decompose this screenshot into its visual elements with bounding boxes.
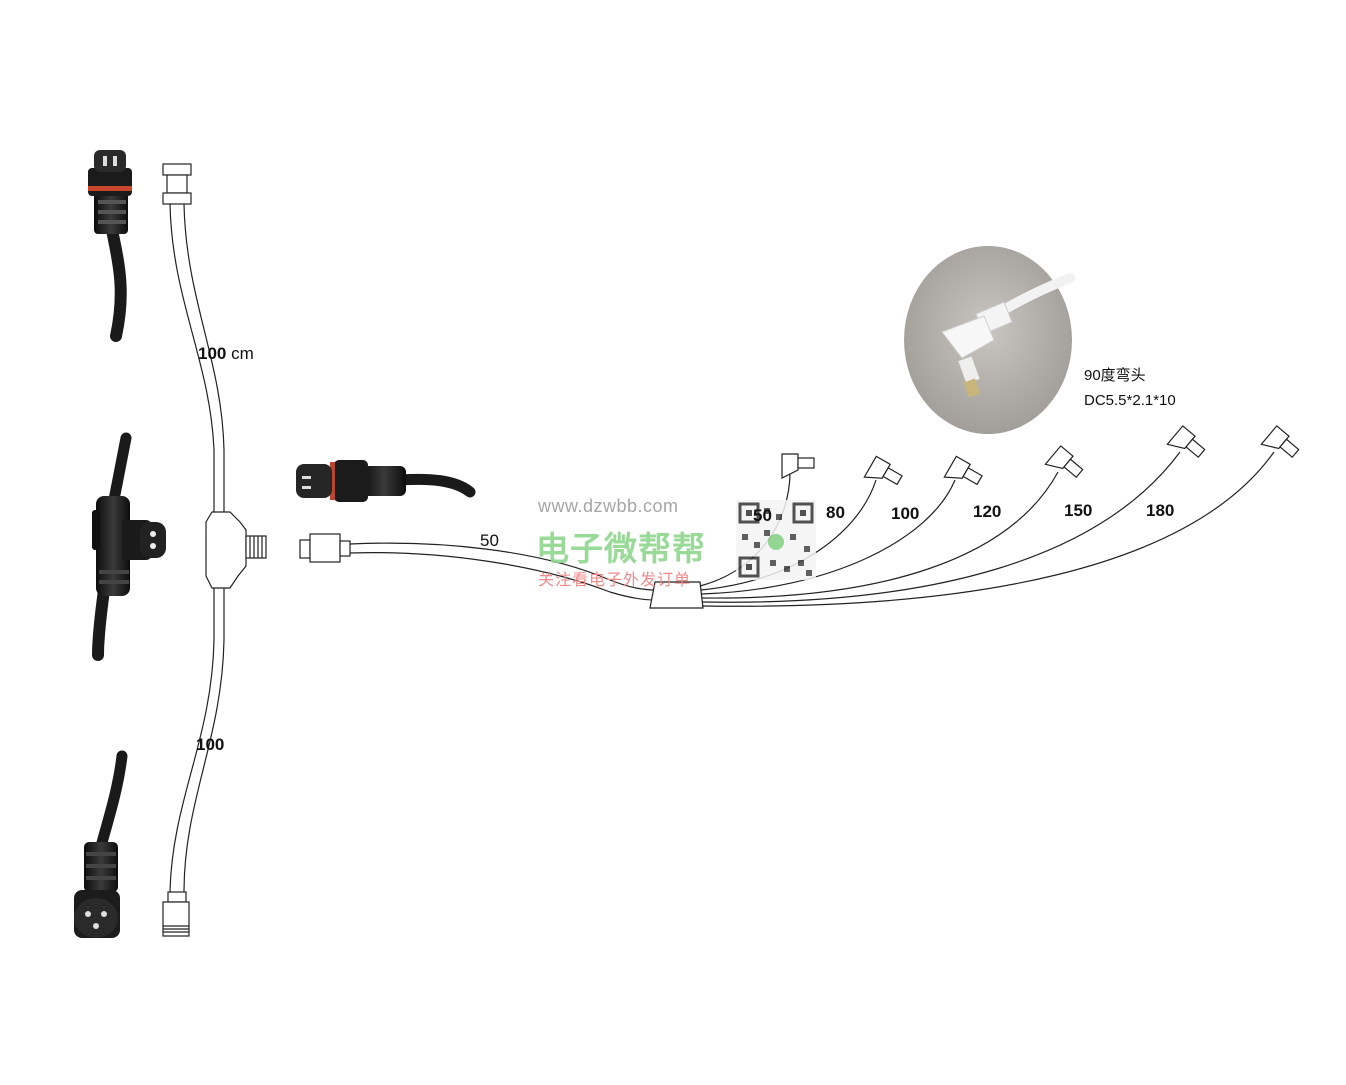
male-connector-photo-horizontal [296,460,476,502]
dc-length-100: 100 [891,504,920,523]
dc-length-150: 150 [1064,501,1093,520]
dc-length-80: 80 [826,503,845,522]
dc-splitter-cable-outline [299,451,1275,609]
watermark-subtitle: 关注看电子外发订单 [538,572,692,589]
dc-length-180: 180 [1146,501,1175,520]
main-branch-length: 50 [480,531,499,550]
dc-plug-50 [781,453,815,479]
female-connector-photo-bottom [74,750,128,938]
male-connector-photo-top [88,150,132,342]
photo-caption-spec: DC5.5*2.1*10 [1084,392,1176,409]
dc-length-50: 50 [753,506,772,525]
t-connector-photo [92,432,166,661]
dc-plug-150 [1166,425,1206,459]
dc-plug-100 [943,455,983,486]
dc-length-120: 120 [973,502,1002,521]
top-cable-length: 100 cm [198,344,254,363]
dc-plug-photo [904,246,1075,434]
qr-code-watermark [736,500,816,580]
dc-plug-120 [1044,445,1084,479]
main-y-cable-outline [162,163,267,937]
photo-caption-angle: 90度弯头 [1084,367,1146,384]
dc-plug-80 [863,455,903,486]
bottom-cable-length: 100 [196,735,225,754]
watermark-name: 电子微帮帮 [536,530,706,567]
watermark-url: www.dzwbb.com [538,496,679,516]
dc-plug-heads [781,425,1300,486]
dc-plug-180 [1260,425,1300,459]
